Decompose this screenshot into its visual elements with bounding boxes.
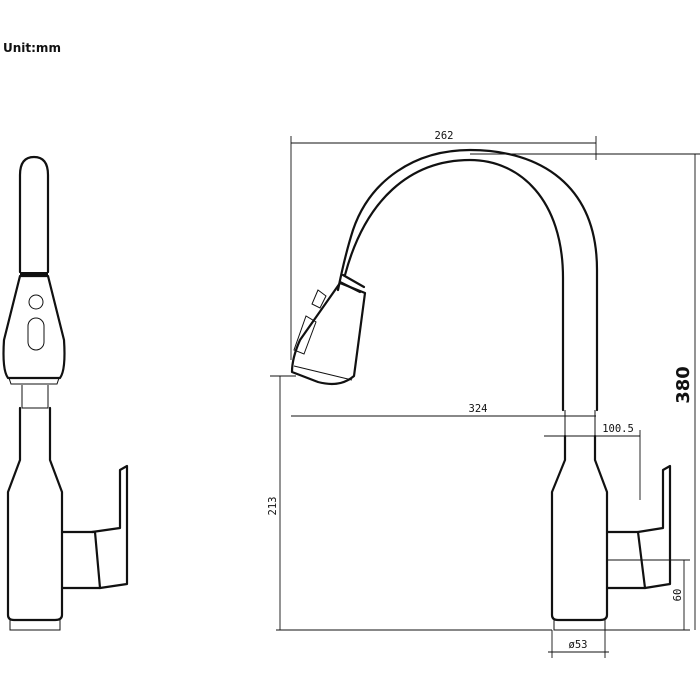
front-spout-inner bbox=[336, 148, 599, 412]
front-spout-ring bbox=[341, 273, 366, 289]
dim-total-width-label: 324 bbox=[469, 403, 488, 415]
side-handle-edge bbox=[94, 531, 101, 589]
side-body bbox=[6, 406, 64, 622]
dim-base-diameter-label: ø53 bbox=[569, 639, 588, 651]
front-head-rim bbox=[293, 365, 353, 381]
front-view bbox=[290, 148, 672, 631]
front-joint bbox=[564, 410, 596, 437]
front-lever bbox=[636, 464, 672, 590]
side-collar-ring bbox=[20, 272, 48, 276]
dim-total-height-label: 380 bbox=[673, 366, 694, 404]
side-spray-button-top bbox=[28, 294, 44, 310]
side-base bbox=[9, 620, 61, 631]
side-view bbox=[2, 155, 129, 631]
front-spray-button-bottom bbox=[293, 315, 317, 355]
front-body bbox=[550, 434, 609, 622]
side-spray-head bbox=[2, 274, 66, 380]
side-hose-rod bbox=[18, 155, 50, 274]
front-spout-outer bbox=[343, 158, 565, 412]
unit-label: Unit:mm bbox=[3, 41, 61, 55]
side-joint bbox=[21, 385, 49, 409]
front-base bbox=[553, 620, 606, 631]
side-head-rim bbox=[8, 377, 60, 385]
dim-handle-width-label: 100.5 bbox=[602, 423, 634, 435]
front-spray-head bbox=[290, 281, 367, 386]
dimension-lines: 262 380 324 100.5 213 60 ø53 bbox=[267, 130, 700, 658]
side-spray-button-bottom bbox=[27, 317, 45, 351]
dim-spout-height-label: 213 bbox=[267, 497, 279, 516]
front-spray-button-top bbox=[311, 289, 327, 309]
side-lever bbox=[90, 464, 129, 590]
side-handle bbox=[60, 530, 102, 590]
dim-handle-height-label: 60 bbox=[672, 589, 684, 602]
dim-spout-reach-label: 262 bbox=[435, 130, 454, 142]
